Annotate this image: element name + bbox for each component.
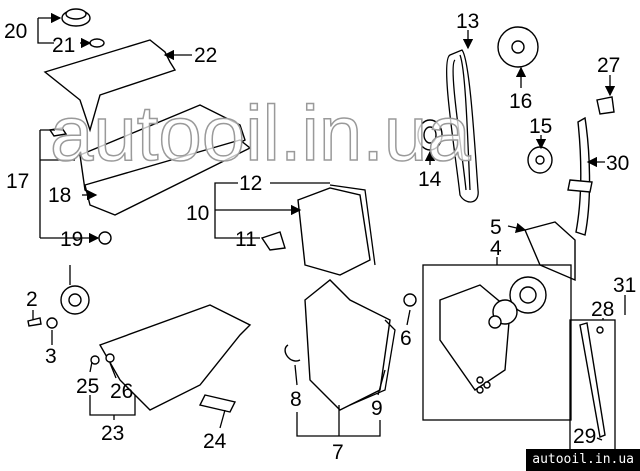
callout-23: 23 <box>101 422 124 445</box>
callout-12: 12 <box>239 172 262 195</box>
callout-21: 21 <box>52 34 75 57</box>
cover-gasket <box>329 184 376 266</box>
callout-26: 26 <box>110 380 133 403</box>
seal <box>260 231 286 251</box>
cap-seal-ring <box>89 38 105 48</box>
oil-filler-cap <box>61 8 91 27</box>
callout-31: 31 <box>613 274 636 297</box>
callout-30: 30 <box>606 152 629 175</box>
callout-7: 7 <box>332 441 344 464</box>
dipstick-cap <box>596 96 615 115</box>
callout-19: 19 <box>60 228 83 251</box>
bolt <box>403 293 417 307</box>
engine-cover <box>43 39 177 133</box>
oil-pan <box>98 304 252 411</box>
oil-pump-bracket <box>524 221 576 282</box>
baffle <box>198 394 237 413</box>
callout-10: 10 <box>186 202 209 225</box>
dipstick-tube <box>575 116 591 236</box>
callout-18: 18 <box>48 184 71 207</box>
callout-15: 15 <box>529 115 552 138</box>
callout-25: 25 <box>76 375 99 398</box>
timing-belt <box>445 49 479 203</box>
callout-3: 3 <box>45 345 57 368</box>
callout-4: 4 <box>490 237 502 260</box>
callout-28: 28 <box>591 298 614 321</box>
callout-11: 11 <box>235 228 257 251</box>
callout-labels: 20 21 22 13 27 16 15 30 14 17 18 12 10 1… <box>4 10 636 464</box>
callout-5: 5 <box>490 216 502 239</box>
callout-8: 8 <box>290 388 302 411</box>
timing-cover-lower <box>304 279 391 411</box>
callout-9: 9 <box>371 397 383 420</box>
callout-22: 22 <box>194 44 217 67</box>
callout-20: 20 <box>4 20 27 43</box>
callout-2: 2 <box>26 288 38 311</box>
callout-24: 24 <box>203 430 227 453</box>
callout-13: 13 <box>456 10 479 33</box>
grommet <box>98 231 112 245</box>
leader-lines <box>32 18 626 441</box>
watermark-badge: autooil.in.ua <box>526 449 640 471</box>
timing-cover-upper <box>297 187 371 276</box>
callout-29: 29 <box>573 425 596 448</box>
dipstick <box>579 322 606 438</box>
callout-16: 16 <box>509 90 532 113</box>
callout-27: 27 <box>597 54 620 77</box>
head-cover-gasket <box>84 139 252 216</box>
callout-14: 14 <box>418 168 442 191</box>
seal-8 <box>284 344 301 362</box>
callout-6: 6 <box>400 327 412 350</box>
watermark: autooil.in.ua <box>50 89 471 177</box>
callout-17: 17 <box>6 170 29 193</box>
